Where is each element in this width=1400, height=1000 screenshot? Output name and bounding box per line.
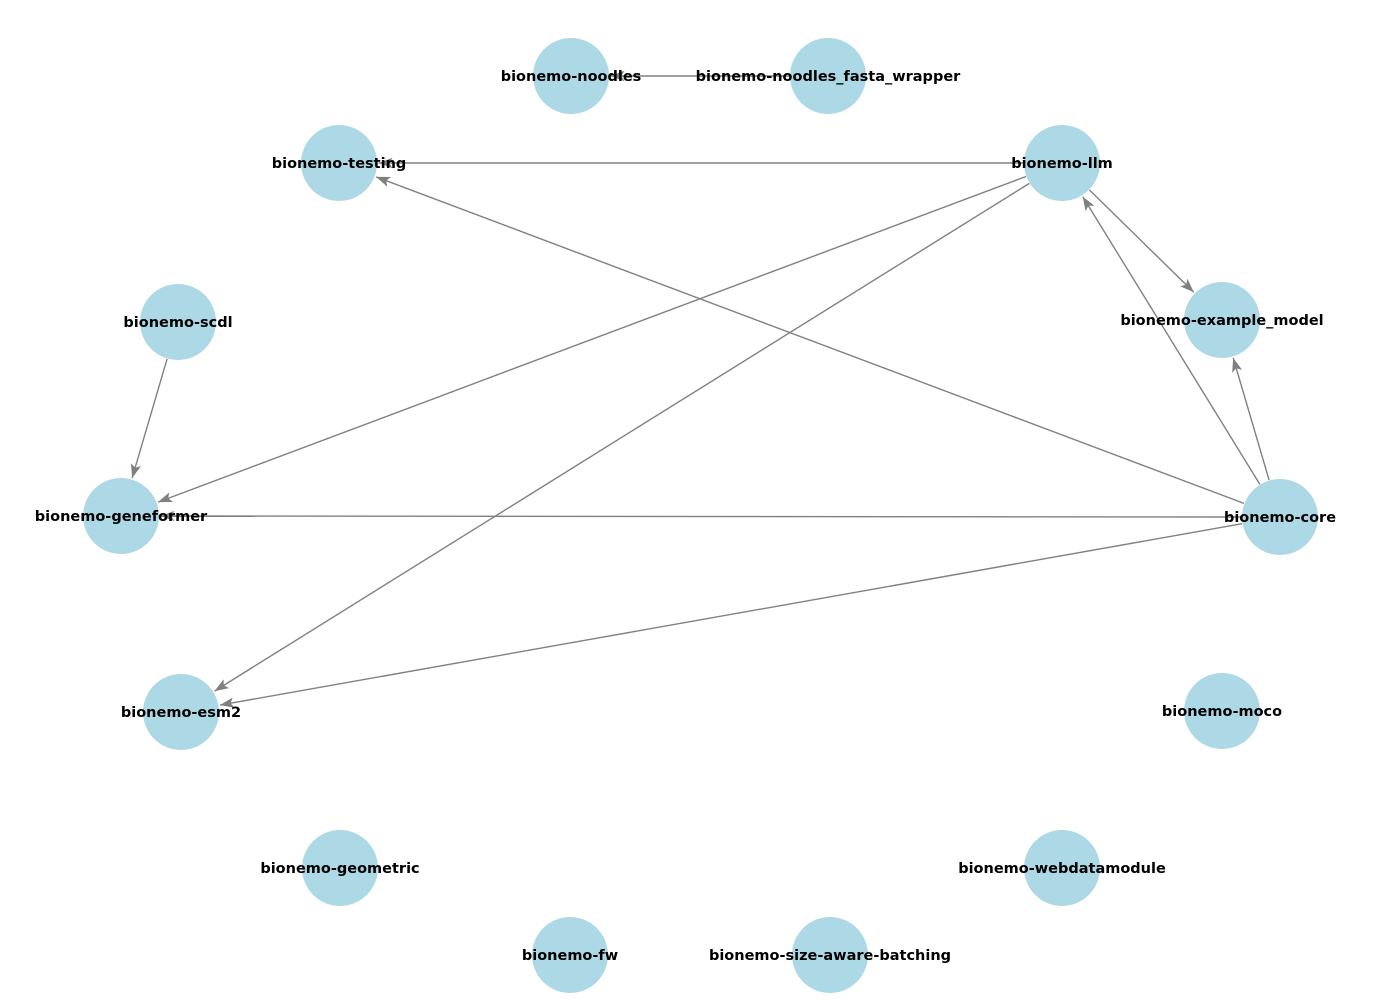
edges-layer [131, 70, 1270, 708]
node-label-bionemo-noodles: bionemo-noodles [501, 69, 642, 85]
node-label-bionemo-noodles_fasta_wrapper: bionemo-noodles_fasta_wrapper [696, 69, 961, 85]
nodes-layer [83, 38, 1318, 993]
node-bionemo-geneformer [83, 478, 159, 554]
edge-bionemo-core-to-bionemo-testing [375, 176, 1245, 505]
edge-bionemo-scdl-to-bionemo-geneformer [131, 358, 168, 479]
node-bionemo-geometric [302, 830, 378, 906]
node-label-bionemo-example_model: bionemo-example_model [1120, 313, 1323, 329]
node-label-bionemo-core: bionemo-core [1224, 510, 1336, 526]
edge-bionemo-core-to-bionemo-llm [1082, 196, 1261, 485]
node-bionemo-fw [532, 917, 608, 993]
edge-bionemo-llm-to-bionemo-esm2 [214, 182, 1030, 692]
node-bionemo-scdl [140, 284, 216, 360]
edge-bionemo-core-to-bionemo-geneformer [160, 510, 1242, 522]
node-label-bionemo-fw: bionemo-fw [522, 948, 618, 964]
node-bionemo-esm2 [143, 674, 219, 750]
node-bionemo-example_model [1184, 282, 1260, 358]
node-bionemo-core [1242, 479, 1318, 555]
node-bionemo-testing [301, 125, 377, 201]
node-label-bionemo-scdl: bionemo-scdl [123, 315, 232, 331]
edge-bionemo-core-to-bionemo-esm2 [219, 523, 1243, 708]
node-label-bionemo-llm: bionemo-llm [1011, 156, 1113, 172]
node-label-bionemo-webdatamodule: bionemo-webdatamodule [958, 861, 1166, 877]
edge-bionemo-core-to-bionemo-example_model [1232, 357, 1270, 481]
node-bionemo-noodles_fasta_wrapper [790, 38, 866, 114]
node-label-bionemo-size-aware-batching: bionemo-size-aware-batching [709, 948, 951, 964]
node-bionemo-size-aware-batching [792, 917, 868, 993]
node-bionemo-webdatamodule [1024, 830, 1100, 906]
node-label-bionemo-geneformer: bionemo-geneformer [35, 509, 208, 525]
node-label-bionemo-testing: bionemo-testing [272, 156, 407, 172]
edge-bionemo-llm-to-bionemo-geneformer [157, 175, 1027, 503]
node-label-bionemo-geometric: bionemo-geometric [260, 861, 419, 877]
node-bionemo-llm [1024, 125, 1100, 201]
node-bionemo-noodles [533, 38, 609, 114]
node-label-bionemo-moco: bionemo-moco [1162, 704, 1282, 720]
edge-bionemo-llm-to-bionemo-example_model [1089, 189, 1195, 293]
labels-layer: bionemo-noodles bionemo-noodles_fasta_wra… [35, 69, 1336, 964]
node-label-bionemo-esm2: bionemo-esm2 [121, 705, 241, 721]
node-bionemo-moco [1184, 673, 1260, 749]
